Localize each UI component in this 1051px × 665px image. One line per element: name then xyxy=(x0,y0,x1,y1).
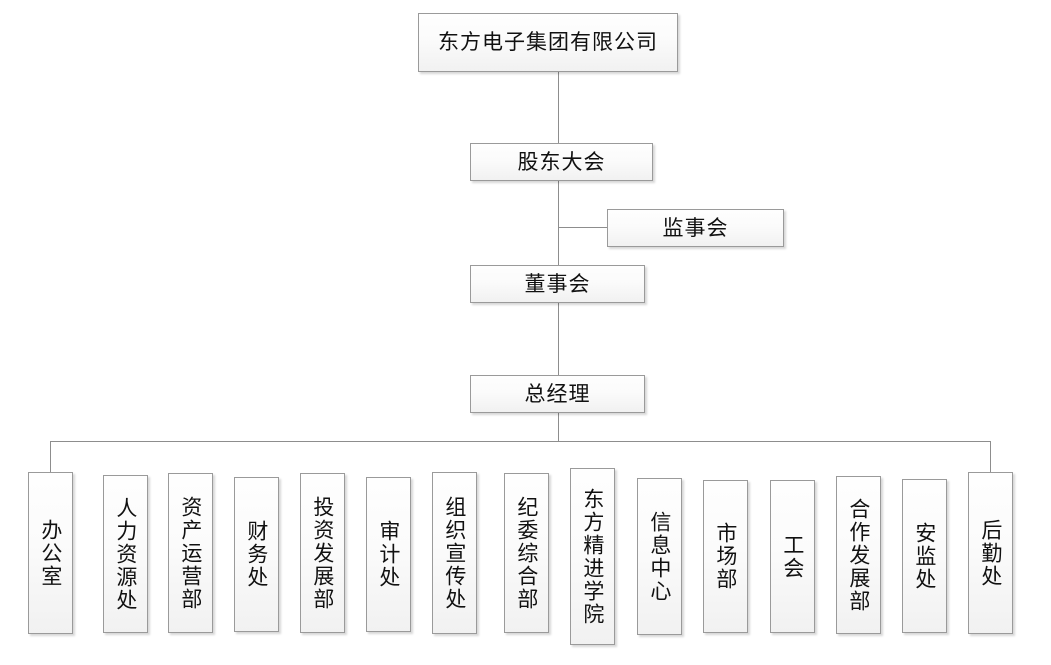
node-company[interactable]: 东方电子集团有限公司 xyxy=(418,13,678,72)
connector-bus-to-first-department xyxy=(50,441,51,472)
node-board-of-directors[interactable]: 董事会 xyxy=(470,265,645,303)
node-board-of-directors-label: 董事会 xyxy=(524,271,591,296)
node-shareholders-meeting-label: 股东大会 xyxy=(517,149,606,174)
department-box[interactable]: 纪委综合部 xyxy=(504,473,549,633)
connector-shareholders-to-directors xyxy=(558,181,559,265)
department-label: 人力资源处 xyxy=(113,496,138,612)
department-label: 纪委综合部 xyxy=(514,495,539,611)
department-box[interactable]: 投资发展部 xyxy=(300,473,345,633)
department-label: 财务处 xyxy=(244,520,269,589)
connector-company-to-shareholders xyxy=(558,72,559,143)
department-box[interactable]: 人力资源处 xyxy=(103,475,148,633)
department-box[interactable]: 办公室 xyxy=(28,472,73,634)
node-general-manager-label: 总经理 xyxy=(524,381,591,406)
department-label: 信息中心 xyxy=(647,510,672,603)
department-box[interactable]: 市场部 xyxy=(703,480,748,633)
department-label: 投资发展部 xyxy=(310,495,335,611)
department-box[interactable]: 合作发展部 xyxy=(836,476,881,634)
department-label: 工会 xyxy=(780,533,805,580)
department-label: 合作发展部 xyxy=(846,497,871,613)
department-label: 组织宣传处 xyxy=(442,495,467,611)
connector-bus-to-last-department xyxy=(990,441,991,472)
node-board-of-supervisors[interactable]: 监事会 xyxy=(607,209,784,247)
department-label: 市场部 xyxy=(713,522,738,591)
department-label: 资产运营部 xyxy=(178,495,203,611)
department-label: 安监处 xyxy=(912,521,937,591)
node-general-manager[interactable]: 总经理 xyxy=(470,375,645,413)
department-box[interactable]: 审计处 xyxy=(366,477,411,632)
connector-department-bus xyxy=(50,441,990,442)
node-company-label: 东方电子集团有限公司 xyxy=(438,30,658,55)
department-box[interactable]: 安监处 xyxy=(902,479,947,633)
department-box[interactable]: 财务处 xyxy=(234,477,279,632)
node-board-of-supervisors-label: 监事会 xyxy=(662,215,729,240)
department-label: 审计处 xyxy=(376,520,401,589)
department-box[interactable]: 工会 xyxy=(770,480,815,633)
department-box[interactable]: 东方精进学院 xyxy=(570,468,615,645)
connector-manager-to-bus xyxy=(558,413,559,441)
node-shareholders-meeting[interactable]: 股东大会 xyxy=(470,143,653,181)
department-box[interactable]: 组织宣传处 xyxy=(432,472,477,634)
department-label: 办公室 xyxy=(38,518,63,588)
department-label: 后勤处 xyxy=(978,518,1003,588)
department-box[interactable]: 资产运营部 xyxy=(168,473,213,633)
department-box[interactable]: 后勤处 xyxy=(968,472,1013,634)
connector-stem-to-supervisors xyxy=(558,227,607,228)
connector-directors-to-manager xyxy=(558,303,559,375)
department-box[interactable]: 信息中心 xyxy=(637,478,682,635)
department-label: 东方精进学院 xyxy=(580,487,605,626)
